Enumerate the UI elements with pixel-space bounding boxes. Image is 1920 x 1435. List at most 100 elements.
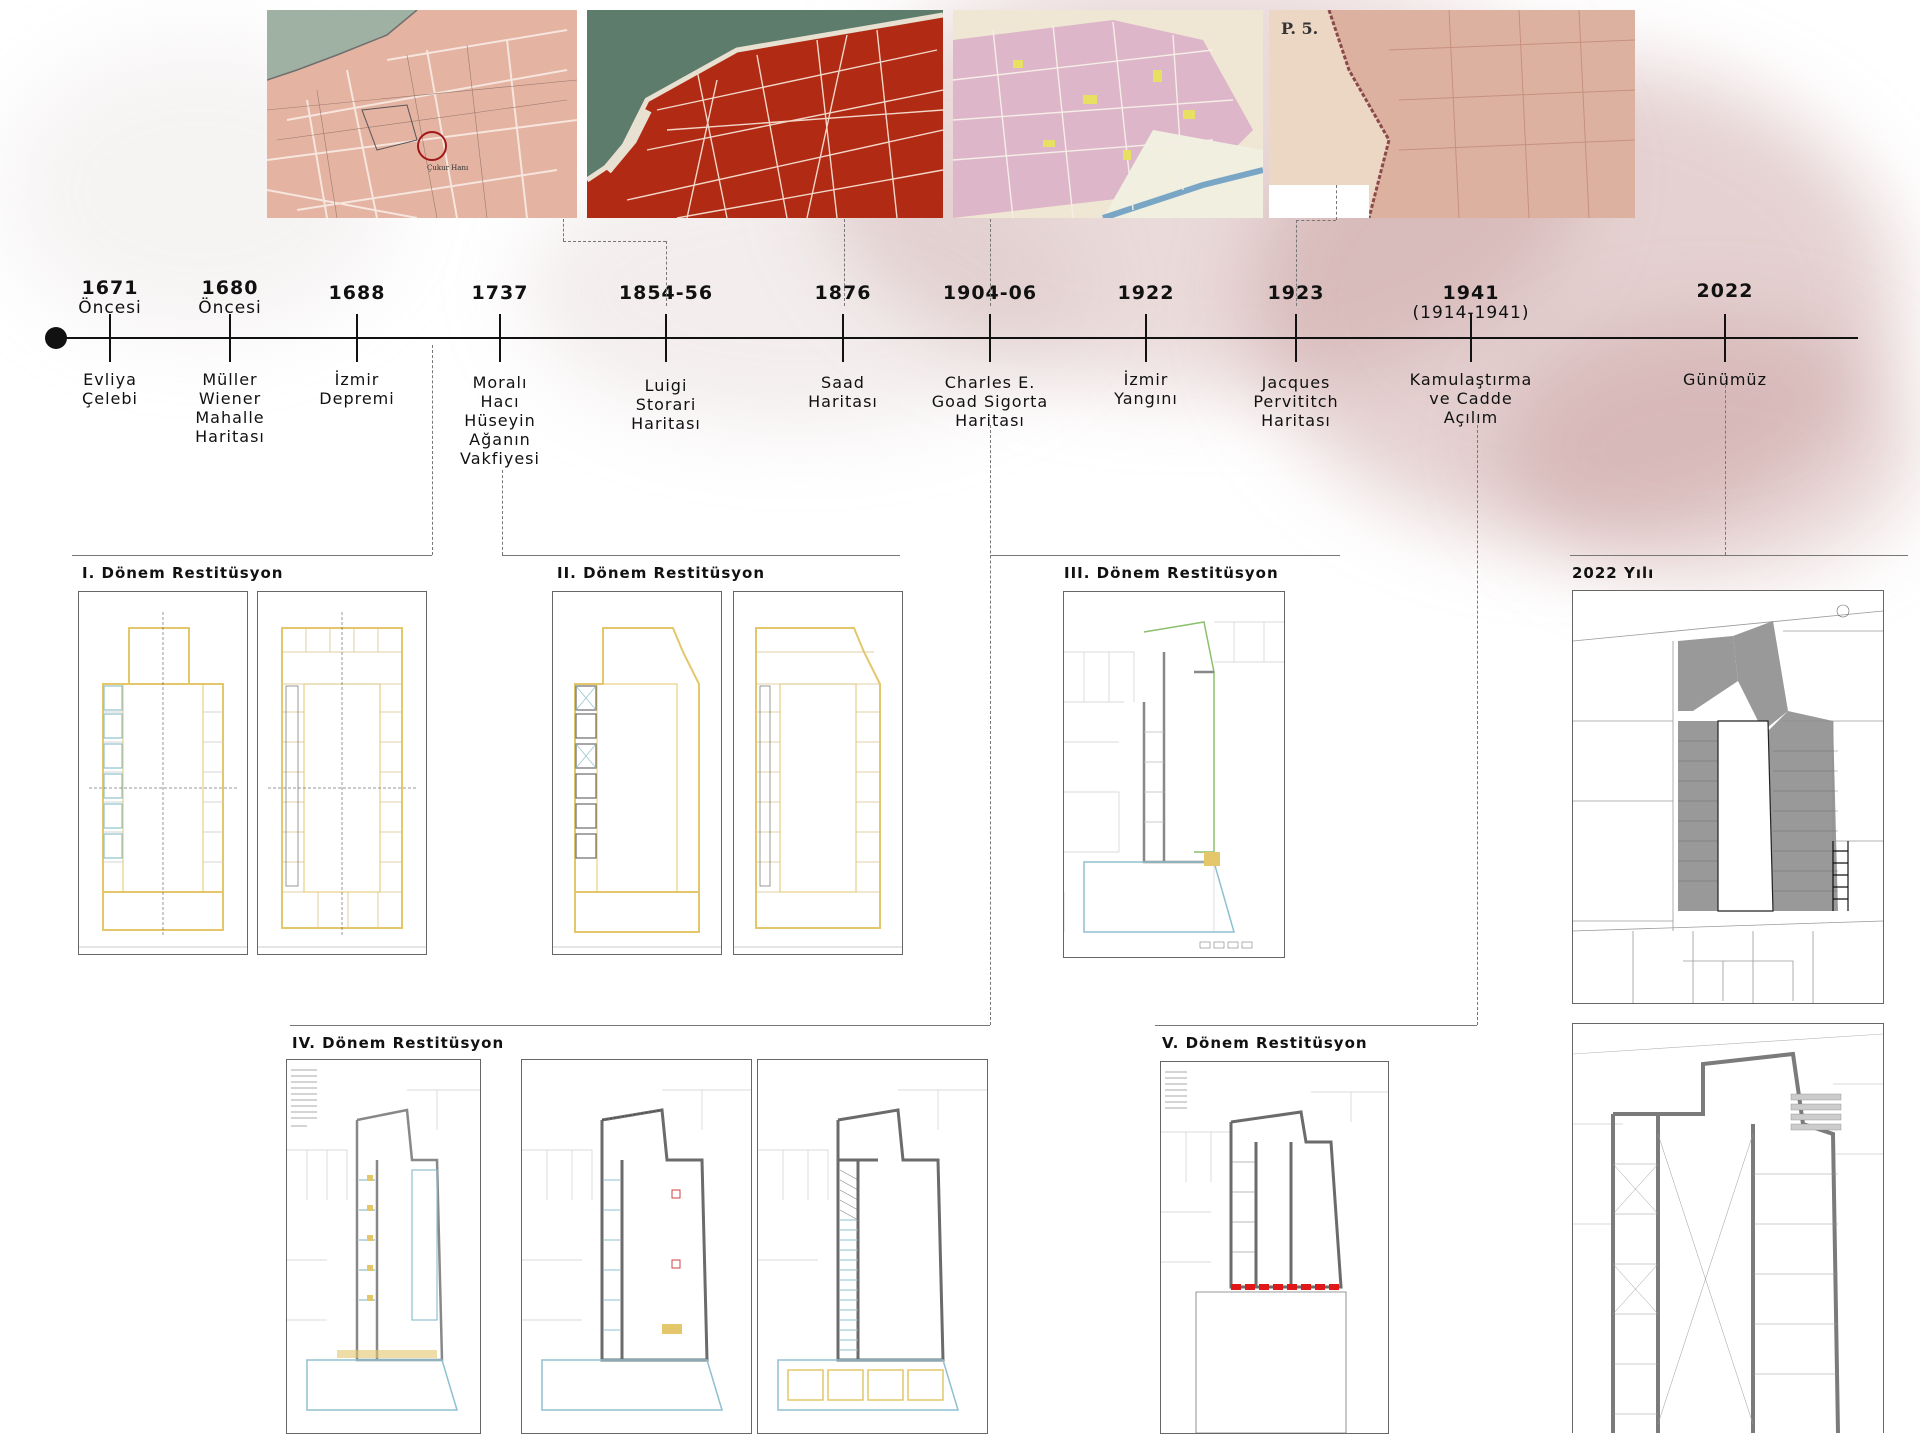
connector bbox=[990, 425, 991, 1025]
section-title-period-2: II. Dönem Restitüsyon bbox=[557, 564, 766, 582]
timeline-event-line: Haritası bbox=[195, 427, 265, 446]
section-title-period-1: I. Dönem Restitüsyon bbox=[82, 564, 284, 582]
plan-sheet-period-2-first bbox=[733, 591, 903, 955]
connector bbox=[290, 1025, 990, 1026]
timeline-tick bbox=[356, 314, 358, 362]
timeline-year: 1941(1914-1941) bbox=[1381, 283, 1561, 323]
timeline-tick bbox=[229, 314, 231, 362]
map-muller-wiener: Çukur Hanı bbox=[267, 10, 577, 218]
timeline-year: 1923 bbox=[1206, 283, 1386, 303]
timeline-event-line: Moralı bbox=[472, 373, 528, 392]
timeline-event-line: Evliya bbox=[83, 370, 137, 389]
connector bbox=[1570, 555, 1908, 556]
timeline-event-line: Çelebi bbox=[82, 389, 138, 408]
connector bbox=[990, 555, 1340, 556]
timeline-year-label: 1671 bbox=[81, 277, 139, 299]
connector bbox=[1336, 185, 1337, 220]
timeline-year: 1737 bbox=[410, 283, 590, 303]
section-title-period-4: IV. Dönem Restitüsyon bbox=[292, 1034, 505, 1052]
timeline-event-line: İzmir bbox=[334, 370, 380, 389]
section-title-period-3: III. Dönem Restitüsyon bbox=[1064, 564, 1279, 582]
connector bbox=[844, 219, 845, 306]
connector bbox=[1296, 220, 1336, 221]
timeline-axis bbox=[55, 337, 1858, 339]
connector bbox=[1725, 375, 1726, 555]
map-label-cukur-hani: Çukur Hanı bbox=[427, 164, 469, 172]
connector bbox=[1477, 425, 1478, 1025]
timeline-year-sub: Öncesi bbox=[78, 298, 142, 318]
timeline-event-line: Haritası bbox=[955, 411, 1025, 430]
plan-sheet-period-4-first bbox=[521, 1059, 752, 1434]
timeline-event-line: Jacques bbox=[1261, 373, 1331, 392]
timeline-year-label: 1688 bbox=[328, 282, 386, 304]
timeline-event-line: Kamulaştırma bbox=[1409, 370, 1533, 389]
connector bbox=[72, 555, 432, 556]
connector bbox=[502, 555, 900, 556]
connector bbox=[1296, 220, 1297, 306]
plan-sheet-2022-site bbox=[1572, 590, 1884, 1004]
timeline-event-line: Wiener bbox=[198, 389, 262, 408]
timeline-year: 1876 bbox=[753, 283, 933, 303]
timeline-year: 1854-56 bbox=[576, 283, 756, 303]
timeline-tick bbox=[842, 314, 844, 362]
connector bbox=[563, 241, 666, 242]
plan-sheet-period-4-second bbox=[757, 1059, 988, 1434]
timeline-year-label: 1737 bbox=[471, 282, 529, 304]
plan-sheet-period-3 bbox=[1063, 591, 1285, 958]
plan-sheet-period-1-first bbox=[257, 591, 427, 955]
timeline-event-line: İzmir bbox=[1123, 370, 1169, 389]
timeline-event-line: Hacı bbox=[480, 392, 520, 411]
timeline-event-line: Günümüz bbox=[1683, 370, 1767, 389]
plan-sheet-period-4-ground bbox=[286, 1059, 481, 1434]
timeline-tick bbox=[1295, 314, 1297, 362]
timeline-event-line: Haritası bbox=[631, 414, 701, 433]
connector bbox=[990, 219, 991, 306]
timeline-event-line: Goad Sigorta bbox=[931, 392, 1049, 411]
timeline-year: 1922 bbox=[1056, 283, 1236, 303]
map-pervititch: P. 5. bbox=[1269, 10, 1635, 218]
timeline-year-label: 1854-56 bbox=[618, 282, 714, 304]
timeline-year-label: 1923 bbox=[1267, 282, 1325, 304]
timeline-year-label: 1922 bbox=[1117, 282, 1175, 304]
map-saad bbox=[953, 10, 1263, 218]
section-title-2022: 2022 Yılı bbox=[1572, 564, 1655, 582]
timeline-event-line: Müller bbox=[202, 370, 258, 389]
timeline-year: 2022 bbox=[1635, 281, 1815, 301]
connector bbox=[563, 219, 564, 241]
section-title-period-5: V. Dönem Restitüsyon bbox=[1162, 1034, 1368, 1052]
connector bbox=[1155, 1025, 1477, 1026]
timeline-tick bbox=[1470, 314, 1472, 362]
timeline-year-label: 1680 bbox=[201, 277, 259, 299]
timeline-event-line: Mahalle bbox=[195, 408, 265, 427]
timeline-start-dot bbox=[45, 327, 67, 349]
timeline-year-label: 2022 bbox=[1696, 280, 1754, 302]
timeline-year-label: 1941 bbox=[1442, 282, 1500, 304]
watercolor-wash bbox=[1500, 320, 1920, 580]
timeline-year-sub: Öncesi bbox=[198, 298, 262, 318]
connector bbox=[666, 241, 667, 306]
plan-sheet-period-5 bbox=[1160, 1061, 1389, 1434]
timeline-event-line: Storari bbox=[635, 395, 697, 414]
timeline-year-label: 1904-06 bbox=[942, 282, 1038, 304]
timeline-year-sub: (1914-1941) bbox=[1412, 303, 1530, 323]
timeline-event-line: Haritası bbox=[1261, 411, 1331, 430]
connector bbox=[502, 470, 503, 555]
timeline-event-line: Saad bbox=[821, 373, 865, 392]
timeline-tick bbox=[989, 314, 991, 362]
timeline-tick bbox=[665, 314, 667, 362]
timeline-tick bbox=[1145, 314, 1147, 362]
timeline-tick bbox=[109, 314, 111, 362]
timeline-event-line: Pervititch bbox=[1253, 392, 1339, 411]
timeline-event-line: Yangını bbox=[1114, 389, 1178, 408]
timeline-event-line: Ağanın bbox=[469, 430, 531, 449]
timeline-tick bbox=[499, 314, 501, 362]
